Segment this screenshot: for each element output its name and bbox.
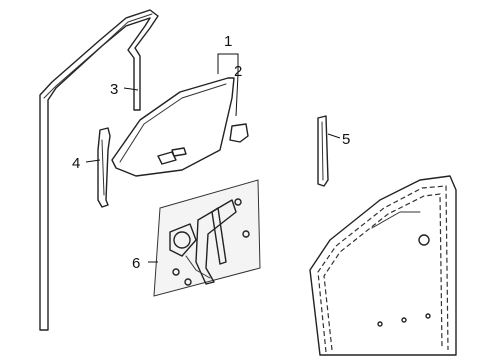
door-shell xyxy=(309,175,457,356)
door-sash-frame xyxy=(39,9,159,331)
front-lower-channel xyxy=(97,127,111,208)
callout-6: 6 xyxy=(132,255,140,272)
callout-1: 1 xyxy=(224,33,232,50)
callout-4: 4 xyxy=(72,155,80,172)
callout-2: 2 xyxy=(234,63,242,80)
glass-clip xyxy=(229,123,249,143)
callout-3: 3 xyxy=(110,81,118,98)
regulator-panel xyxy=(153,179,261,297)
leader-lines xyxy=(85,53,341,263)
rear-channel xyxy=(317,115,329,187)
callout-5: 5 xyxy=(342,131,350,148)
door-glass xyxy=(111,77,235,177)
